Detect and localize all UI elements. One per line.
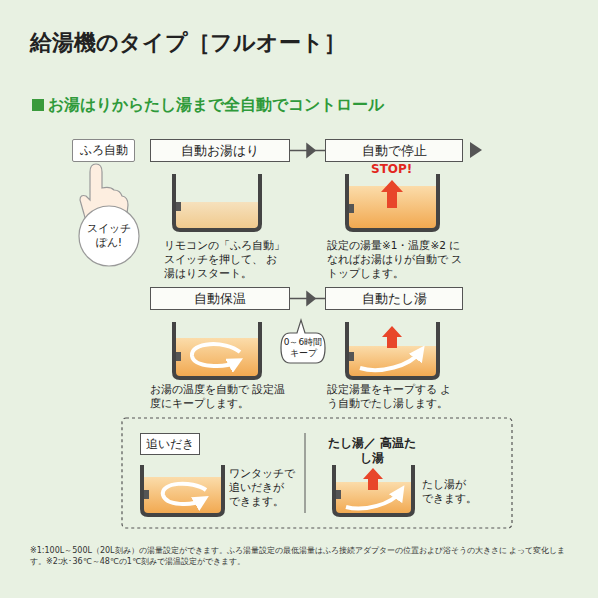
tub-auto-add (347, 322, 438, 378)
arrow-head (306, 291, 316, 307)
node-text: スイッチ ぽん! (86, 222, 132, 250)
flow-arrow (290, 291, 325, 307)
node-text: 自動で停止 (362, 142, 427, 160)
arrow-head (306, 143, 316, 159)
stop-text: STOP! (371, 162, 421, 176)
step-heading: 自動お湯はり (150, 139, 290, 162)
tub-keep-warm (174, 322, 260, 378)
step-description: 設定湯量をキープする よう自動でたし湯します。 (327, 382, 457, 410)
node-text: 自動保温 (194, 290, 246, 308)
tub-reheat (142, 465, 223, 515)
footnote: ※1:100L～500L（20L刻み）の湯量設定ができます。ふろ湯量設定の最低湯… (30, 545, 575, 567)
dashed-group (122, 418, 512, 528)
bullet-square (32, 99, 44, 111)
subheading: お湯はりからたし湯まで全自動でコントロール (48, 95, 588, 115)
feature-description: たし湯が できます。 (422, 477, 478, 505)
step-description: お湯の温度を自動で 設定温度にキープします。 (150, 382, 290, 410)
title: 給湯機のタイプ［フルオート］ (30, 28, 346, 58)
next-row-arrow (470, 142, 482, 158)
node-text: 0～6時間 キープ (283, 337, 323, 359)
tub-add-hot (334, 465, 413, 515)
feature-heading: たし湯／ 高温たし湯 (322, 436, 422, 466)
speech-circle: スイッチ ぽん! (78, 205, 140, 267)
step-description: リモコンの「ふろ自動」 スイッチを押して、 お湯はりスタート。 (164, 238, 288, 280)
step-heading: 自動で停止 (325, 139, 463, 162)
tub-filling (174, 174, 260, 230)
flow-arrow (290, 143, 325, 159)
connector-line (290, 150, 325, 152)
step-heading: 自動保温 (150, 287, 290, 310)
remote-button: ふろ自動 (72, 139, 135, 162)
bubble-shape (281, 320, 325, 363)
node-text: ふろ自動 (80, 142, 128, 159)
feature-box: 追いだき (140, 433, 200, 455)
speech-bubble: 0～6時間 キープ (280, 332, 326, 364)
connector-line (290, 298, 325, 300)
node-text: 追いだき (146, 436, 194, 453)
step-description: 設定の湯量※1・温度※2 になればお湯はりが自動で ストップします。 (327, 238, 467, 280)
node-text: 自動たし湯 (362, 290, 427, 308)
circle-shape (79, 206, 139, 266)
divider (305, 433, 306, 513)
tub-stop (347, 174, 438, 230)
step-heading: 自動たし湯 (325, 287, 463, 310)
node-text: 自動お湯はり (181, 142, 259, 160)
feature-description: ワンタッチで 追いだきが できます。 (229, 466, 295, 508)
